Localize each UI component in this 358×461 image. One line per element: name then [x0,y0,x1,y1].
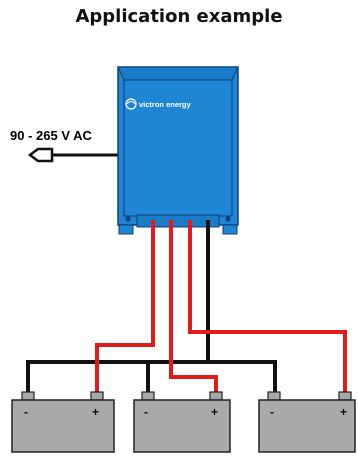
battery-1-pos-label: + [92,405,99,419]
battery-1: - + [11,391,115,453]
positive-cable-3 [188,220,347,393]
victron-logo-icon [125,98,137,110]
ac-input-label: 90 - 265 V AC [10,128,92,143]
battery-2-pos-label: + [211,405,218,419]
screw-icon [125,216,131,222]
battery-3-pos-label: + [340,405,347,419]
battery-3: - + [258,391,356,453]
page-title: Application example [75,6,283,27]
battery-2-neg-label: - [144,405,148,419]
negative-cable-bus [26,220,277,393]
ac-input-cable [27,147,120,163]
screw-icon [225,216,231,222]
brand-label: victron energy [139,100,192,109]
battery-2: - + [133,391,231,453]
positive-cable-2 [169,220,218,393]
battery-3-neg-label: - [270,405,274,419]
battery-1-neg-label: - [24,405,28,419]
positive-cable-1 [95,220,155,393]
battery-charger: victron energy [117,66,239,235]
